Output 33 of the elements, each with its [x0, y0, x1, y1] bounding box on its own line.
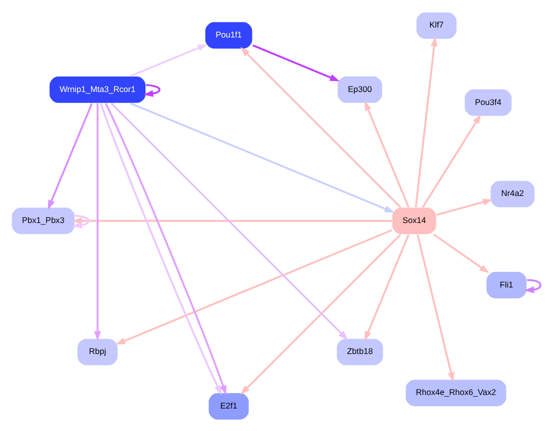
arrow — [252, 44, 340, 81]
arrow — [416, 234, 454, 382]
arrow — [143, 84, 160, 96]
arrow — [364, 100, 410, 207]
node-box: Nr4a2 — [490, 180, 536, 208]
arrow — [364, 234, 410, 341]
node-box: Pbx1_Pbx3 — [11, 206, 76, 234]
arrow — [130, 102, 395, 212]
node-box: E2f1 — [208, 392, 250, 420]
arrow — [436, 198, 493, 216]
arrow — [130, 44, 208, 76]
arrow — [422, 113, 482, 208]
node-box: Rhox4e_Rhox6_Vax2 — [404, 378, 507, 406]
arrow — [72, 214, 90, 228]
node-box: Ep300 — [336, 75, 383, 104]
node-box: Pou3f4 — [464, 88, 512, 116]
arrow — [115, 228, 392, 344]
arrow — [48, 102, 93, 210]
arrow — [414, 36, 438, 207]
node-box: Fli1 — [486, 270, 528, 299]
arrow — [72, 216, 392, 224]
node-box: Rbpj — [76, 338, 118, 366]
node-box: Pou1f1 — [204, 20, 253, 49]
arrow — [433, 233, 490, 273]
node-box: Wrnip1_Mta3_Rcor1 — [48, 75, 146, 104]
arrow — [524, 278, 542, 293]
arrow — [240, 233, 402, 394]
arrow — [94, 102, 102, 340]
node-box: Klf7 — [416, 11, 458, 40]
arrow — [110, 102, 348, 340]
node-box: Zbtb18 — [336, 338, 384, 366]
node-box: Sox14 — [392, 206, 437, 234]
arrow — [240, 46, 402, 208]
